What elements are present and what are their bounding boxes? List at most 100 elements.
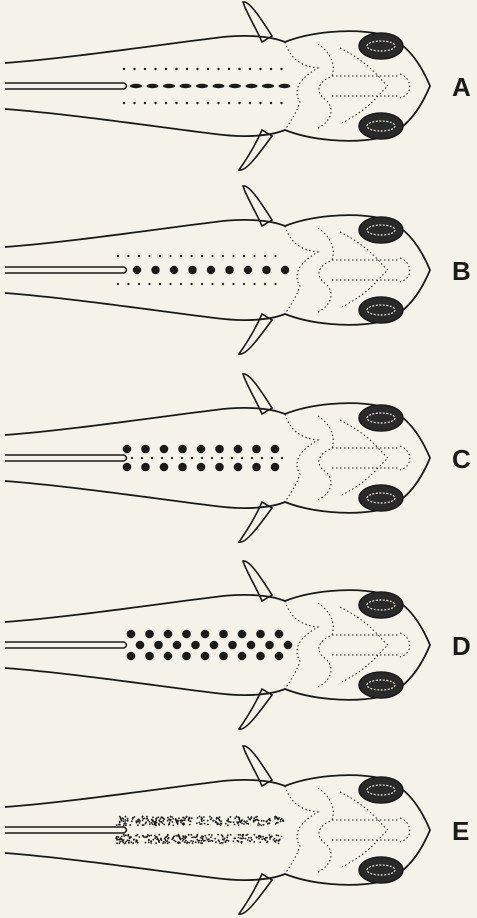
stipple-speck — [182, 835, 184, 837]
melanophore-speck — [259, 68, 261, 70]
stipple-speck — [277, 818, 279, 820]
stipple-speck — [151, 822, 153, 824]
melanophore-speck — [261, 457, 263, 459]
stipple-speck — [211, 817, 213, 819]
melanophore-speck — [131, 457, 133, 459]
stipple-speck — [258, 822, 260, 824]
melanophore-speck — [186, 102, 188, 104]
stipple-speck — [118, 824, 120, 826]
melanophore-speck — [270, 102, 272, 104]
stipple-speck — [236, 840, 238, 842]
stipple-speck — [198, 842, 200, 844]
melanophore-speck — [259, 102, 261, 104]
notochord — [5, 267, 127, 273]
stipple-speck — [160, 839, 162, 841]
melanophore-speck — [274, 255, 276, 257]
stipple-speck — [145, 842, 147, 844]
notochord — [5, 83, 127, 89]
eye-icon — [359, 405, 403, 431]
stipple-speck — [276, 834, 278, 836]
stipple-speck — [191, 837, 193, 839]
stipple-speck — [137, 824, 139, 826]
mouth-dotted — [400, 74, 410, 98]
stipple-speck — [162, 842, 164, 844]
stipple-speck — [193, 836, 195, 838]
melanophore-speck — [180, 255, 182, 257]
stipple-speck — [148, 842, 150, 844]
stipple-speck — [185, 840, 187, 842]
melanophore-dot — [238, 652, 247, 661]
melanophore-speck — [175, 102, 177, 104]
melanophore-speck — [165, 102, 167, 104]
stipple-speck — [127, 839, 129, 841]
stipple-speck — [137, 842, 139, 844]
stipple-speck — [204, 840, 206, 842]
melanophore-speck — [117, 255, 119, 257]
stipple-speck — [191, 817, 193, 819]
melanophore-speck — [138, 283, 140, 285]
stipple-speck — [250, 837, 252, 839]
stipple-speck — [188, 819, 190, 821]
melanophore-dot — [164, 652, 173, 661]
stipple-speck — [263, 838, 265, 840]
stipple-speck — [150, 842, 152, 844]
melanophore-speck — [180, 283, 182, 285]
stipple-speck — [242, 836, 244, 838]
skull-dotted-lines — [332, 420, 400, 496]
stipple-speck — [274, 818, 276, 820]
skull-dotted-lines — [332, 607, 400, 683]
stipple-speck — [167, 842, 169, 844]
stipple-speck — [178, 841, 180, 843]
melanophore-speck — [191, 457, 193, 459]
stipple-speck — [253, 817, 255, 819]
stipple-speck — [184, 841, 186, 843]
stipple-speck — [269, 838, 271, 840]
stipple-speck — [167, 838, 169, 840]
stipple-speck — [149, 823, 151, 825]
stipple-speck — [251, 839, 253, 841]
stipple-speck — [148, 821, 150, 823]
stipple-speck — [134, 816, 136, 818]
stipple-speck — [277, 835, 279, 837]
stipple-speck — [115, 838, 117, 840]
stipple-speck — [281, 818, 283, 820]
stipple-speck — [132, 842, 134, 844]
stipple-speck — [172, 818, 174, 820]
stipple-speck — [198, 822, 200, 824]
stipple-speck — [248, 837, 250, 839]
stipple-speck — [173, 836, 175, 838]
melanophore-dash — [262, 84, 274, 88]
stipple-speck — [164, 842, 166, 844]
skull-dotted-lines — [332, 232, 400, 308]
stipple-speck — [211, 834, 213, 836]
stipple-speck — [156, 817, 158, 819]
stipple-speck — [139, 836, 141, 838]
stipple-speck — [189, 820, 191, 822]
stipple-speck — [204, 823, 206, 825]
melanophore-dot — [160, 445, 169, 454]
panel-c: C — [5, 374, 471, 542]
melanophore-speck — [201, 255, 203, 257]
stipple-speck — [126, 820, 128, 822]
skull-dotted-lobes — [318, 788, 333, 872]
stipple-speck — [172, 821, 174, 823]
melanophore-speck — [127, 283, 129, 285]
melanophore-dot — [247, 641, 256, 650]
melanophore-dot — [197, 445, 206, 454]
stipple-speck — [131, 820, 133, 822]
stipple-speck — [207, 820, 209, 822]
melanophore-dot — [265, 641, 274, 650]
stipple-speck — [239, 820, 241, 822]
melanophore-speck — [144, 68, 146, 70]
stipple-speck — [158, 834, 160, 836]
stipple-speck — [218, 839, 220, 841]
stipple-speck — [269, 822, 271, 824]
melanophore-dot — [256, 652, 265, 661]
melanophore-dot — [275, 652, 284, 661]
stipple-speck — [189, 824, 191, 826]
stipple-speck — [203, 816, 205, 818]
stipple-speck — [118, 839, 120, 841]
skull-dotted-lobes — [318, 228, 333, 312]
melanophore-speck — [207, 68, 209, 70]
melanophore-dot — [141, 463, 150, 472]
